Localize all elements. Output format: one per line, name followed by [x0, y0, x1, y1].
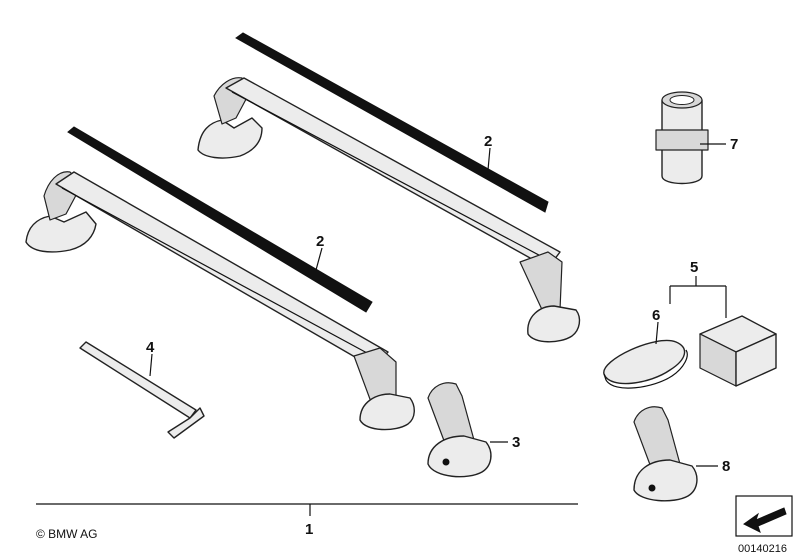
roof-bar-front	[25, 126, 415, 431]
pad-6-top	[603, 339, 686, 385]
sleeve-band	[655, 129, 709, 151]
foot-front-right	[359, 393, 415, 431]
part-foot-3	[427, 382, 492, 478]
diagram-number: 00140216	[738, 543, 787, 555]
box-right-face	[735, 333, 777, 387]
part-allen-key-4	[79, 341, 205, 439]
foot-3-base	[427, 435, 492, 478]
foot-front-left	[25, 211, 97, 253]
foot-rear-right	[527, 305, 581, 343]
rubber-strip-front	[67, 126, 373, 313]
part-box-5	[699, 315, 777, 387]
bar-rear-beam	[225, 77, 561, 269]
copyright-label: © BMW AG	[36, 527, 98, 541]
rubber-strip-rear	[235, 32, 549, 213]
callout-7: 7	[730, 136, 738, 153]
bar-front-beam	[55, 171, 389, 369]
part-pad-6	[603, 339, 688, 389]
allen-key-short-arm	[167, 407, 205, 439]
part-foot-8	[633, 406, 698, 502]
callout-1: 1	[305, 521, 313, 538]
foot-rear-left	[197, 117, 263, 159]
callout-3: 3	[512, 434, 520, 451]
callout-4: 4	[146, 339, 155, 356]
foot-8-upright	[633, 406, 681, 471]
foot-3-upright	[427, 382, 475, 447]
roof-bar-rear	[197, 32, 581, 343]
direction-arrow-icon	[735, 495, 793, 537]
callout-2-rear: 2	[484, 133, 492, 150]
callout-8: 8	[722, 458, 730, 475]
callout-2-front: 2	[316, 233, 324, 250]
callout-5: 5	[690, 259, 698, 276]
foot-rear-right-upright	[519, 251, 563, 315]
part-sleeve-7	[655, 91, 709, 185]
foot-8-base	[633, 459, 698, 502]
callout-6: 6	[652, 307, 660, 324]
allen-key-long-arm	[79, 341, 197, 419]
